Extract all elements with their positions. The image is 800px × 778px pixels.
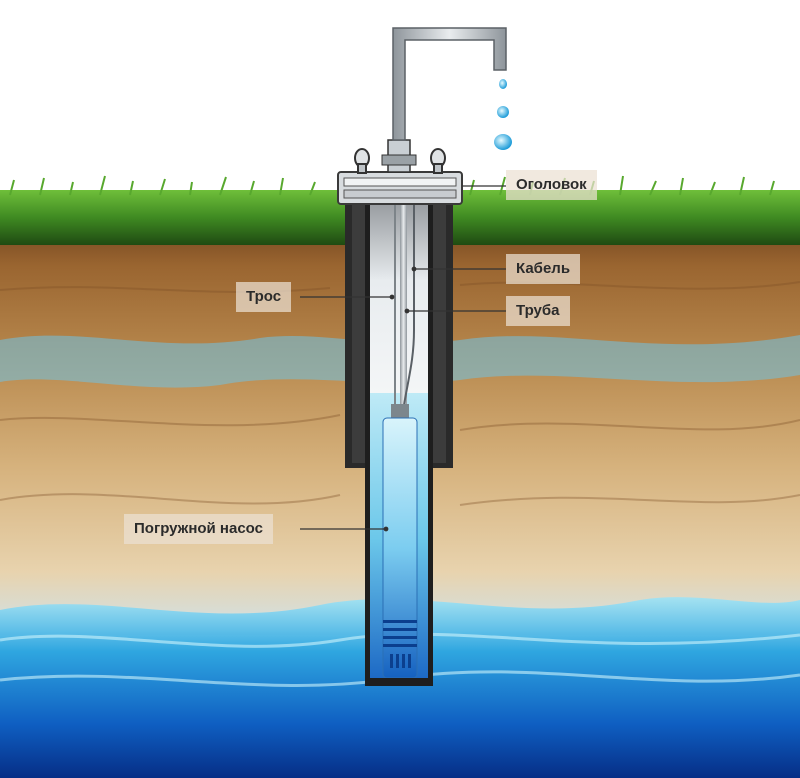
label-rope: Трос — [236, 282, 292, 312]
leader-dot-rope — [389, 294, 395, 300]
leader-dot-cable — [411, 266, 417, 272]
casing-bottom — [365, 678, 433, 686]
leader-dot-pump — [383, 526, 389, 532]
pump-intake-grille — [383, 620, 417, 668]
wellhead-plate-lower — [343, 189, 457, 199]
water-drops — [494, 79, 512, 150]
wellhead-plate — [343, 177, 457, 187]
wellhead-cap — [337, 171, 463, 205]
leader-lines — [300, 185, 506, 532]
outlet-pipe — [392, 27, 507, 141]
casing-inner-space — [370, 205, 428, 395]
wellhead-eyebolts — [354, 148, 446, 174]
soil-texture — [0, 281, 800, 506]
label-wellhead: Оголовок — [506, 170, 597, 200]
pump-top-coupling — [391, 404, 409, 418]
label-pump: Погружной насос — [124, 514, 273, 544]
label-pipe: Труба — [506, 296, 570, 326]
leader-dot-pipe — [404, 308, 410, 314]
wellhead-nut — [381, 154, 417, 166]
water-pipe — [400, 205, 407, 405]
power-cable — [403, 205, 415, 406]
label-cable: Кабель — [506, 254, 581, 284]
